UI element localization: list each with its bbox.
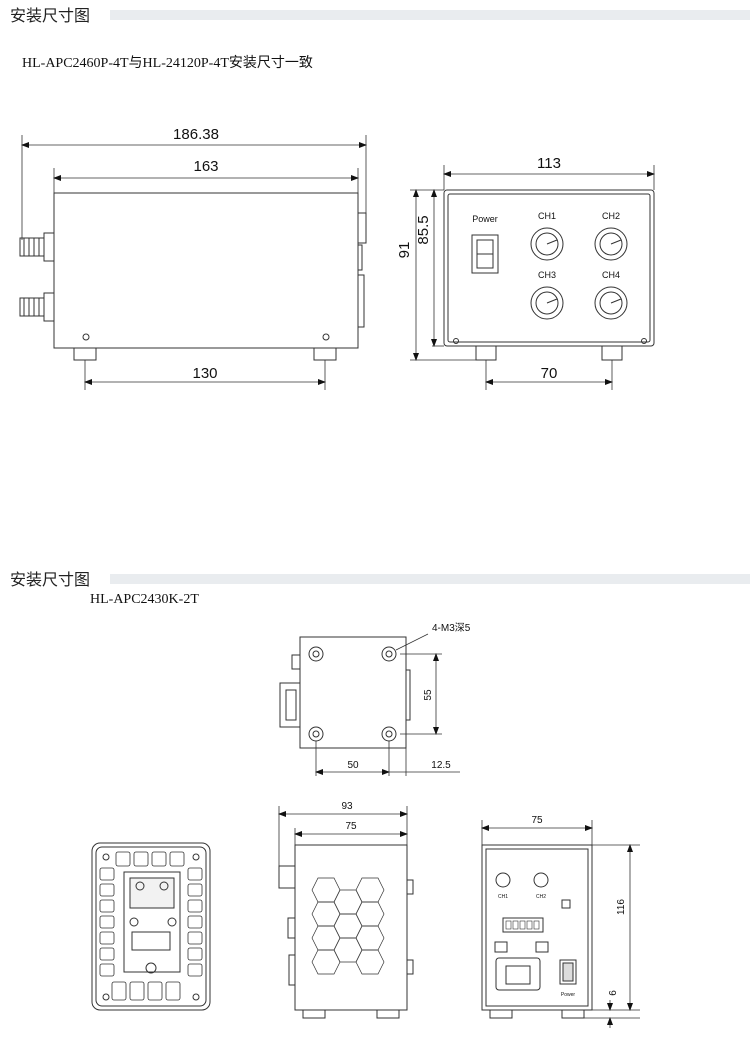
hole-note: 4-M3深5 <box>432 622 471 634</box>
channel-label-ch2: CH2 <box>602 211 620 221</box>
dim-side-inner: 75 <box>345 821 357 832</box>
section2-heading: 安装尺寸图 <box>10 566 95 590</box>
channel-knob-ch2[interactable] <box>594 227 628 261</box>
unit-side-view <box>19 192 367 361</box>
dim-side-outer: 93 <box>341 801 353 812</box>
dims-front2-view <box>481 820 640 1028</box>
front2-label-ch1: CH1 <box>498 894 508 900</box>
dim-front-height-outer: 91 <box>396 242 413 259</box>
dim-front2-foot: 6 <box>608 990 619 996</box>
section1-heading: 安装尺寸图 <box>10 2 95 26</box>
unit2-top-view <box>279 636 411 749</box>
dim-total-width: 186.38 <box>173 126 219 143</box>
unit2-bottom-view <box>91 842 211 1011</box>
dims-side2-view <box>278 806 408 866</box>
dim-hole-vertical: 55 <box>423 689 434 701</box>
section1-subtitle: HL-APC2460P-4T与HL-24120P-4T安装尺寸一致 <box>22 56 313 71</box>
side-vent-lattice <box>311 877 385 975</box>
front2-label-ch2: CH2 <box>536 894 546 900</box>
section2-subtitle: HL-APC2430K-2T <box>90 592 199 607</box>
dims-top-view <box>315 633 460 776</box>
dim-front2-width: 75 <box>531 815 543 826</box>
unit2-side-view <box>278 844 414 1019</box>
dims-front-view <box>410 165 655 390</box>
section1-header-bar: 安装尺寸图 <box>0 2 750 26</box>
dim-front2-height: 116 <box>616 899 627 915</box>
dim-front-foot-span: 70 <box>541 365 558 382</box>
dim-front-width: 113 <box>537 155 561 172</box>
bottom-vent-grid <box>99 851 203 1001</box>
front2-label-power: Power <box>561 992 576 998</box>
dim-body-width: 163 <box>193 158 218 175</box>
channel-label-ch3: CH3 <box>538 270 556 280</box>
dims-side-view <box>21 135 367 390</box>
channel-knob-ch4[interactable] <box>594 286 628 320</box>
channel-knob-ch3[interactable] <box>530 286 564 320</box>
terminal-block-pins <box>505 920 540 930</box>
unit2-front-view <box>481 844 593 1019</box>
channel-knob-ch1[interactable] <box>530 227 564 261</box>
power-label: Power <box>472 214 498 224</box>
channel-label-ch1: CH1 <box>538 211 556 221</box>
dim-hole-edge: 12.5 <box>431 760 451 771</box>
dim-hole-horizontal: 50 <box>347 760 359 771</box>
dim-foot-span: 130 <box>192 365 217 382</box>
dim-front-height-inner: 85.5 <box>415 215 432 244</box>
section2-header-bar: 安装尺寸图 <box>0 566 750 590</box>
channel-label-ch4: CH4 <box>602 270 620 280</box>
